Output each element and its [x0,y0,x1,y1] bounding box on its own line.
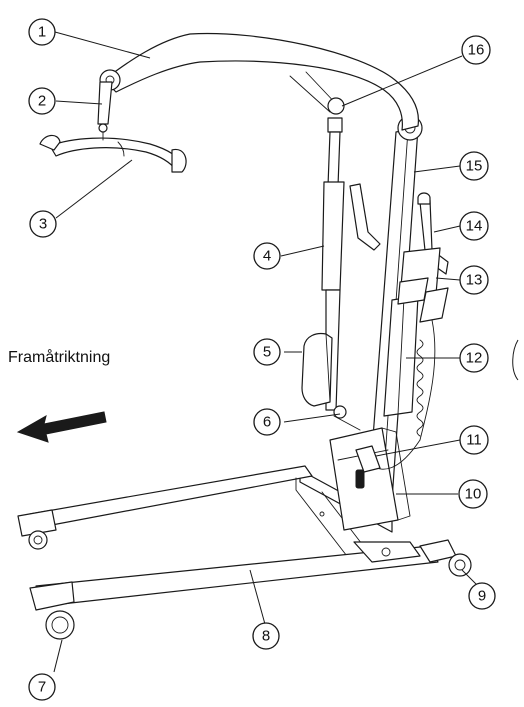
callout-1: 1 [28,18,56,46]
callout-13: 13 [459,265,489,295]
leader-lines [53,31,519,673]
base-chassis [17,465,472,640]
callout-8: 8 [252,622,280,650]
svg-text:9: 9 [478,588,486,605]
spreader-bar [39,131,187,173]
svg-text:3: 3 [39,216,47,233]
callout-9: 9 [468,582,496,610]
svg-text:1: 1 [38,24,46,41]
svg-text:2: 2 [38,93,46,110]
boom [99,32,420,131]
leg-spreader-pedal [355,445,381,473]
svg-text:14: 14 [466,218,483,235]
callout-4: 4 [253,242,281,270]
battery [301,332,333,407]
svg-text:10: 10 [465,486,482,503]
callout-14: 14 [459,211,489,241]
svg-text:7: 7 [38,679,46,696]
svg-text:12: 12 [466,350,483,367]
actuator-top-mount [327,97,345,133]
callout-2: 2 [28,87,56,115]
callouts: 1 2 3 4 5 6 7 8 9 10 11 12 13 14 15 16 [28,18,496,701]
svg-text:5: 5 [263,344,271,361]
callout-15: 15 [459,151,489,181]
callout-16: 16 [461,35,491,65]
callout-10: 10 [458,479,488,509]
direction-label: Framåtriktning [8,349,111,366]
control-box [397,247,449,323]
hanger-link [97,81,113,133]
svg-text:13: 13 [466,272,483,289]
mast-base-housing [329,427,411,531]
callout-6: 6 [253,408,281,436]
svg-text:11: 11 [466,432,482,449]
callout-5: 5 [253,338,281,366]
callout-12: 12 [459,343,489,373]
callout-11: 11 [459,425,489,455]
callout-3: 3 [29,210,57,238]
forward-direction-arrow [16,411,107,443]
actuator-lower-mount [333,405,361,431]
svg-text:4: 4 [263,248,271,265]
svg-text:16: 16 [468,42,485,59]
callout-7: 7 [28,673,56,701]
svg-text:15: 15 [466,158,483,175]
svg-text:8: 8 [262,628,270,645]
svg-text:6: 6 [263,414,271,431]
